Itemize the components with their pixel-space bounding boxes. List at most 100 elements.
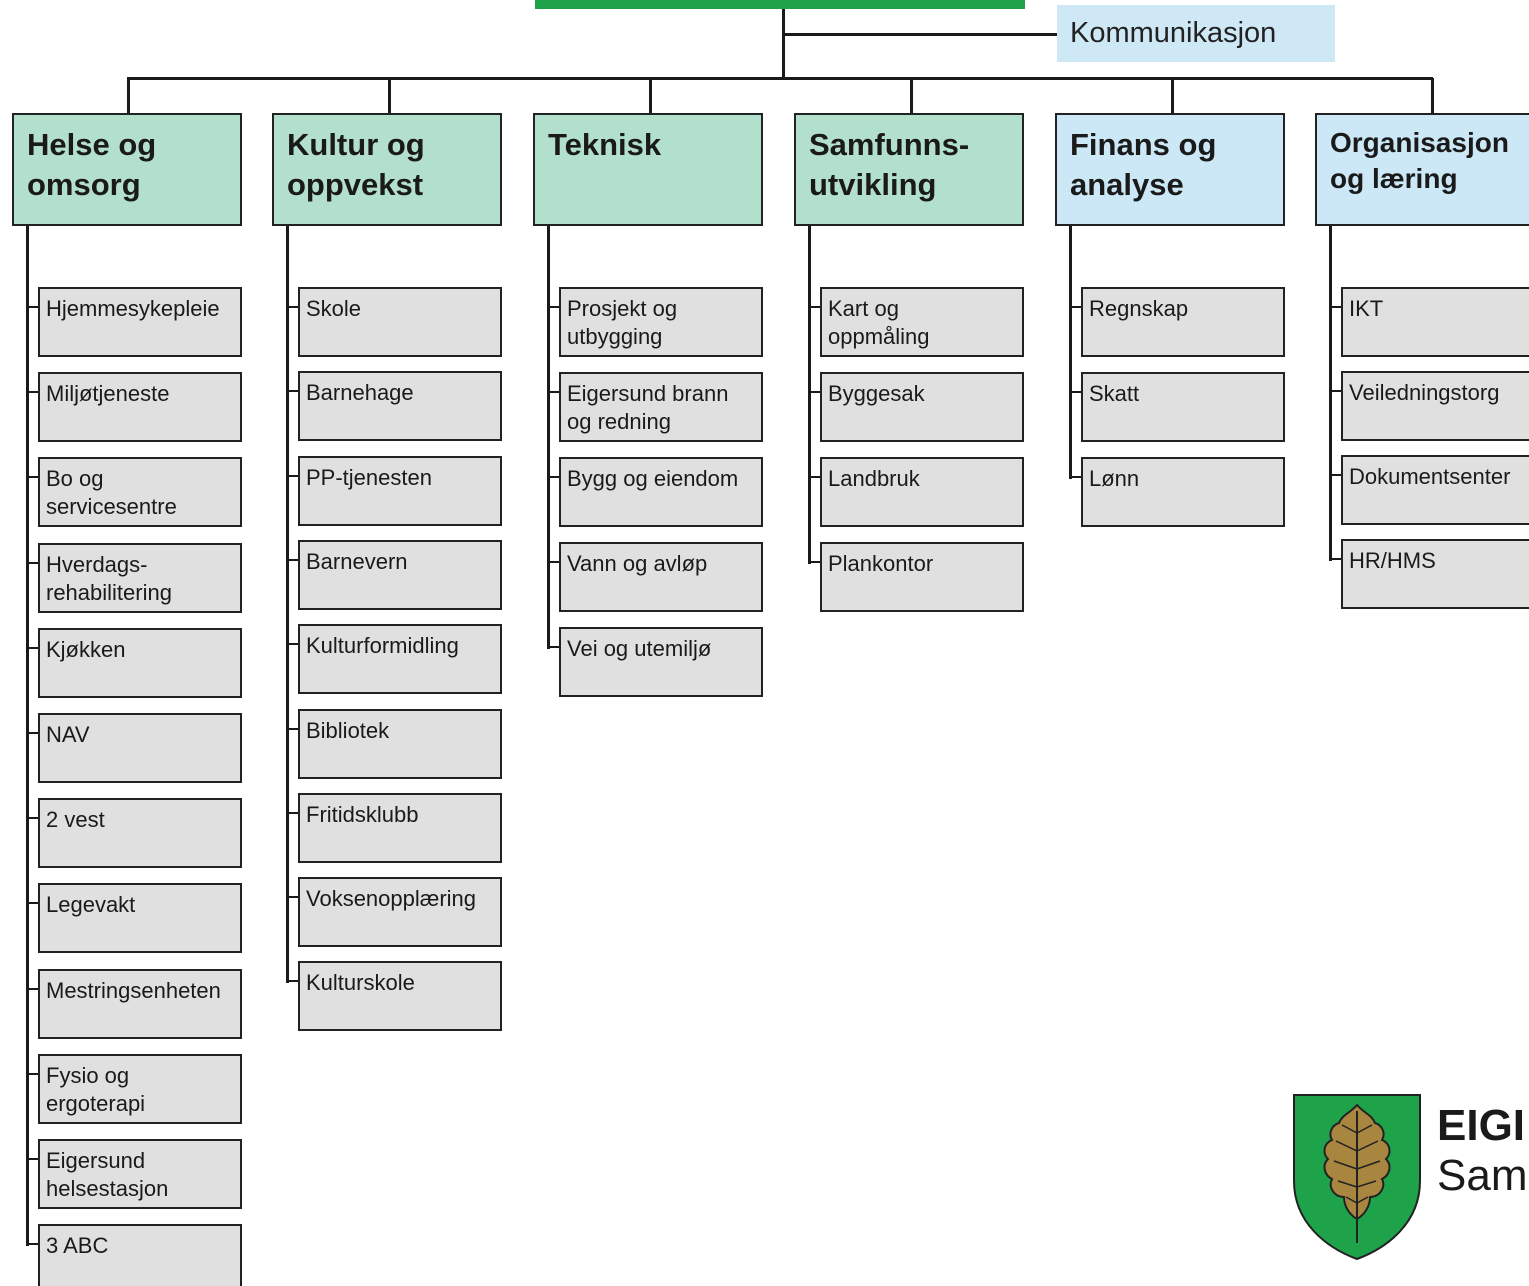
unit-connector-line xyxy=(808,391,821,393)
unit-box-landbruk: Landbruk xyxy=(820,457,1024,527)
unit-box-barnehage: Barnehage xyxy=(298,371,502,441)
unit-box-hjemmesykepleie: Hjemmesykepleie xyxy=(38,287,242,357)
unit-connector-line xyxy=(547,646,560,648)
unit-connector-line xyxy=(1069,391,1082,393)
department-box-samfunns-utvikling: Samfunns- utvikling xyxy=(794,113,1024,226)
unit-connector-line xyxy=(808,306,821,308)
unit-connector-line xyxy=(26,562,39,564)
department-drop-line-finans-og-analyse xyxy=(1171,78,1174,114)
unit-box-vei-og-utemiljø: Vei og utemiljø xyxy=(559,627,763,697)
unit-box-mestringsenheten: Mestringsenheten xyxy=(38,969,242,1039)
unit-box-kjøkken: Kjøkken xyxy=(38,628,242,698)
unit-connector-line xyxy=(286,728,299,730)
unit-connector-line xyxy=(1329,474,1342,476)
unit-connector-line xyxy=(286,390,299,392)
department-spine-line-finans-og-analyse xyxy=(1069,226,1072,479)
department-drop-line-teknisk xyxy=(649,78,652,114)
unit-box-lønn: Lønn xyxy=(1081,457,1285,527)
unit-box-dokumentsenter: Dokumentsenter xyxy=(1341,455,1529,525)
department-box-finans-og-analyse: Finans og analyse xyxy=(1055,113,1285,226)
unit-box-nav: NAV xyxy=(38,713,242,783)
unit-box-barnevern: Barnevern xyxy=(298,540,502,610)
unit-connector-line xyxy=(286,475,299,477)
unit-box-kulturskole: Kulturskole xyxy=(298,961,502,1031)
unit-connector-line xyxy=(808,476,821,478)
unit-connector-line xyxy=(1069,306,1082,308)
unit-connector-line xyxy=(26,817,39,819)
unit-connector-line xyxy=(547,561,560,563)
unit-connector-line xyxy=(286,896,299,898)
unit-connector-line xyxy=(26,1073,39,1075)
unit-box-vann-og-avløp: Vann og avløp xyxy=(559,542,763,612)
unit-connector-line xyxy=(547,391,560,393)
department-drop-line-helse-og-omsorg xyxy=(127,78,130,114)
unit-box-ikt: IKT xyxy=(1341,287,1529,357)
unit-box-eigersund-helsestasjon: Eigersund helsestasjon xyxy=(38,1139,242,1209)
department-spine-line-teknisk xyxy=(547,226,550,649)
coat-of-arms-logo xyxy=(1293,1094,1421,1261)
unit-connector-line xyxy=(1329,306,1342,308)
organization-subtitle: Sam xyxy=(1437,1151,1528,1200)
unit-box-3-abc: 3 ABC xyxy=(38,1224,242,1286)
unit-connector-line xyxy=(26,306,39,308)
top-unit-box xyxy=(535,0,1025,9)
unit-connector-line xyxy=(26,391,39,393)
department-spine-line-organisasjon-og-læring xyxy=(1329,226,1332,561)
unit-connector-line xyxy=(26,988,39,990)
department-drop-line-kultur-og-oppvekst xyxy=(388,78,391,114)
department-spine-line-samfunns-utvikling xyxy=(808,226,811,564)
unit-box-kart-og-oppmåling: Kart og oppmåling xyxy=(820,287,1024,357)
unit-box-byggesak: Byggesak xyxy=(820,372,1024,442)
unit-box-eigersund-brann-og-redning: Eigersund brann og redning xyxy=(559,372,763,442)
unit-connector-line xyxy=(26,732,39,734)
unit-connector-line xyxy=(26,1158,39,1160)
trunk-line xyxy=(782,9,785,78)
unit-box-kulturformidling: Kulturformidling xyxy=(298,624,502,694)
department-box-teknisk: Teknisk xyxy=(533,113,763,226)
department-box-helse-og-omsorg: Helse og omsorg xyxy=(12,113,242,226)
unit-box-bo-og-servicesentre: Bo og servicesentre xyxy=(38,457,242,527)
unit-box-hr-hms: HR/HMS xyxy=(1341,539,1529,609)
unit-box-fritidsklubb: Fritidsklubb xyxy=(298,793,502,863)
unit-box-2-vest: 2 vest xyxy=(38,798,242,868)
organization-name: EIGI xyxy=(1437,1101,1526,1150)
unit-connector-line xyxy=(26,1243,39,1245)
unit-connector-line xyxy=(808,561,821,563)
unit-box-veiledningstorg: Veiledningstorg xyxy=(1341,371,1529,441)
department-bus-line xyxy=(127,77,1433,80)
unit-box-legevakt: Legevakt xyxy=(38,883,242,953)
unit-box-plankontor: Plankontor xyxy=(820,542,1024,612)
unit-connector-line xyxy=(286,643,299,645)
unit-connector-line xyxy=(26,647,39,649)
department-box-organisasjon-og-læring: Organisasjon og læring xyxy=(1315,113,1529,226)
unit-box-voksenopplæring: Voksenopplæring xyxy=(298,877,502,947)
unit-box-bygg-og-eiendom: Bygg og eiendom xyxy=(559,457,763,527)
communication-connector xyxy=(784,33,1057,36)
department-spine-line-helse-og-omsorg xyxy=(26,226,29,1247)
unit-connector-line xyxy=(1069,476,1082,478)
department-spine-line-kultur-og-oppvekst xyxy=(286,226,289,984)
unit-box-prosjekt-og-utbygging: Prosjekt og utbygging xyxy=(559,287,763,357)
department-box-kultur-og-oppvekst: Kultur og oppvekst xyxy=(272,113,502,226)
unit-box-pp-tjenesten: PP-tjenesten xyxy=(298,456,502,526)
unit-box-skole: Skole xyxy=(298,287,502,357)
unit-connector-line xyxy=(286,559,299,561)
unit-connector-line xyxy=(26,476,39,478)
unit-box-regnskap: Regnskap xyxy=(1081,287,1285,357)
department-drop-line-organisasjon-og-læring xyxy=(1431,78,1434,114)
unit-connector-line xyxy=(26,902,39,904)
department-drop-line-samfunns-utvikling xyxy=(910,78,913,114)
unit-box-bibliotek: Bibliotek xyxy=(298,709,502,779)
unit-connector-line xyxy=(547,306,560,308)
unit-box-miljøtjeneste: Miljøtjeneste xyxy=(38,372,242,442)
unit-connector-line xyxy=(286,306,299,308)
unit-connector-line xyxy=(286,812,299,814)
unit-connector-line xyxy=(286,980,299,982)
communication-box: Kommunikasjon xyxy=(1057,5,1335,62)
unit-box-fysio-og-ergoterapi: Fysio og ergoterapi xyxy=(38,1054,242,1124)
unit-connector-line xyxy=(1329,558,1342,560)
unit-box-skatt: Skatt xyxy=(1081,372,1285,442)
unit-connector-line xyxy=(547,476,560,478)
unit-connector-line xyxy=(1329,390,1342,392)
